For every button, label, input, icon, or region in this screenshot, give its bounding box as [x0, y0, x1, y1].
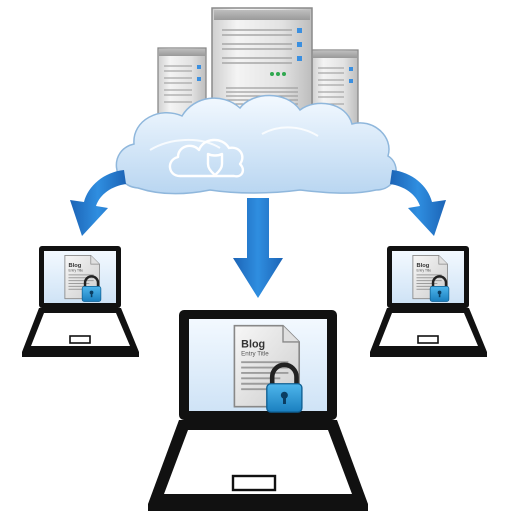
- document-icon: Blog Entry Title: [234, 326, 302, 412]
- svg-text:Blog: Blog: [416, 263, 429, 269]
- document-icon: Blog Entry Title: [411, 254, 451, 303]
- svg-text:Blog: Blog: [241, 338, 265, 350]
- arrow-down-icon: [233, 198, 283, 298]
- svg-text:Entry Title: Entry Title: [416, 268, 431, 272]
- arrow-down-icon: [390, 170, 446, 236]
- laptop-icon: Blog Entry Title: [370, 246, 487, 357]
- svg-text:Entry Title: Entry Title: [68, 268, 83, 272]
- document-icon: Blog Entry Title: [63, 254, 103, 303]
- arrow-down-icon: [70, 170, 126, 236]
- shield-icon: [168, 138, 245, 178]
- server-icon: [157, 7, 359, 141]
- cloud-icon: [115, 94, 397, 195]
- laptop-icon: Blog Entry Title: [22, 246, 139, 357]
- svg-text:Blog: Blog: [68, 263, 81, 269]
- svg-text:Entry Title: Entry Title: [241, 350, 269, 357]
- laptop-icon: Blog Entry Title: [148, 310, 368, 511]
